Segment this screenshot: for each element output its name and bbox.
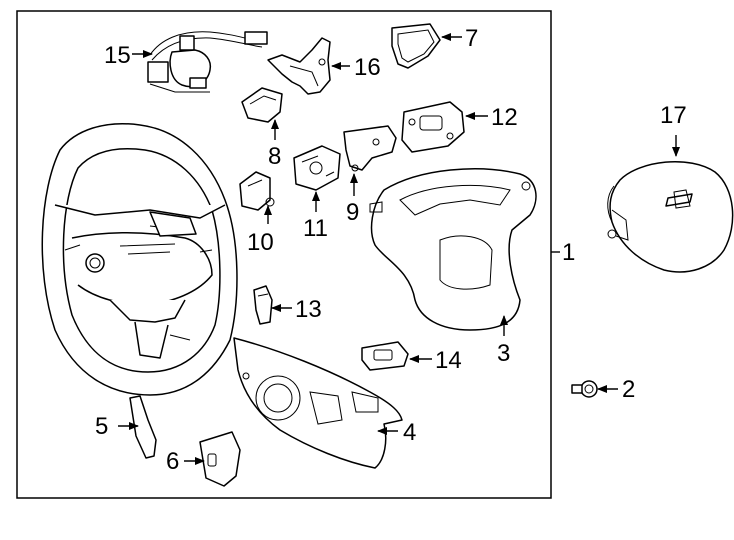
part-17-airbag-module bbox=[607, 161, 734, 273]
leader-lines bbox=[118, 33, 680, 465]
callout-7: 7 bbox=[465, 25, 478, 52]
part-10-switch bbox=[239, 171, 275, 211]
steering-wheel-illustration bbox=[41, 123, 238, 396]
part-16-bracket bbox=[267, 37, 331, 95]
callout-5: 5 bbox=[95, 413, 108, 440]
part-9-bracket bbox=[343, 125, 397, 172]
assembly-frame bbox=[16, 10, 552, 499]
callout-labels: 1 2 3 4 5 6 7 8 9 10 11 12 13 14 15 16 1… bbox=[95, 25, 687, 475]
part-6-cover bbox=[199, 431, 241, 487]
callout-9: 9 bbox=[346, 199, 359, 226]
callout-1: 1 bbox=[562, 239, 575, 266]
part-2-bolt bbox=[571, 380, 598, 398]
part-11-switch bbox=[293, 145, 341, 191]
part-8-paddle-switch bbox=[241, 87, 283, 123]
callout-14: 14 bbox=[435, 347, 462, 374]
part-13-clip bbox=[253, 285, 273, 325]
part-3-bezel bbox=[369, 168, 537, 331]
callout-4: 4 bbox=[403, 419, 416, 446]
callout-16: 16 bbox=[354, 54, 381, 81]
callout-12: 12 bbox=[491, 104, 518, 131]
part-7-cover bbox=[391, 23, 441, 69]
callout-8: 8 bbox=[268, 143, 281, 170]
callout-2: 2 bbox=[622, 376, 635, 403]
callout-17: 17 bbox=[660, 102, 687, 129]
part-14-switch-module bbox=[361, 341, 409, 371]
callout-11: 11 bbox=[303, 215, 328, 242]
callout-15: 15 bbox=[104, 42, 131, 69]
part-5-trim bbox=[129, 395, 157, 459]
part-12-switch-panel bbox=[401, 101, 465, 153]
callout-6: 6 bbox=[166, 448, 179, 475]
part-4-lower-cover bbox=[233, 337, 403, 469]
callout-10: 10 bbox=[247, 229, 274, 256]
callout-13: 13 bbox=[295, 296, 322, 323]
part-15-wiring-harness bbox=[147, 31, 268, 93]
callout-3: 3 bbox=[497, 340, 510, 367]
